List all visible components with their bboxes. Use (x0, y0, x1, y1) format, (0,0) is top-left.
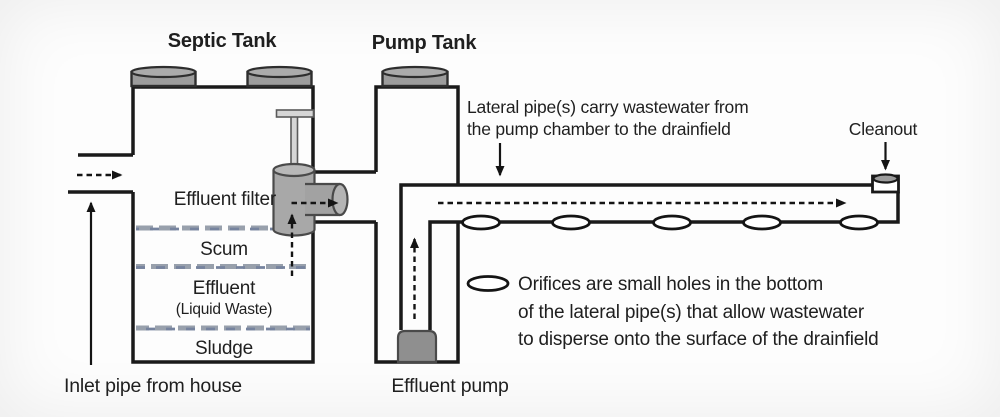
label-arrows (86, 142, 890, 365)
effluent-pump-label: Effluent pump (391, 375, 509, 397)
effluent-label: Effluent (192, 278, 256, 299)
orifice (652, 214, 692, 231)
scum-label: Scum (200, 239, 248, 260)
pump-tank-lid (381, 65, 449, 88)
effluent-filter-label: Effluent filter (173, 189, 276, 210)
orifice (742, 214, 782, 231)
septic-tank-lid-right (246, 65, 313, 88)
orifice (839, 214, 879, 231)
lateral-pipe-caption-line1: Lateral pipe(s) carry wastewater from (467, 97, 749, 117)
pump-tank-outline (374, 85, 460, 364)
pump-tank-title: Pump Tank (371, 32, 477, 54)
filter-pull-rod (290, 115, 299, 171)
lateral-pipe-caption-line2: the pump chamber to the drainfield (467, 119, 731, 139)
septic-tank-lid-left (130, 65, 197, 88)
orifices-caption: Orifices are small holes in the bottom o… (518, 271, 879, 354)
effluent-pump-graphic (396, 329, 438, 364)
orifice-legend-symbol (466, 275, 510, 292)
lateral-pipe-caption: Lateral pipe(s) carry wastewater from th… (467, 96, 749, 140)
orifice (461, 214, 501, 231)
septic-tank-title: Septic Tank (167, 30, 277, 52)
liquid-waste-label: (Liquid Waste) (175, 301, 273, 318)
cleanout-graphic (871, 173, 900, 194)
septic-tank-outline (68, 85, 376, 364)
orifices-caption-line1: Orifices are small holes in the bottom (518, 274, 823, 295)
sludge-label: Sludge (195, 338, 253, 359)
orifices-caption-line3: to disperse onto the surface of the drai… (518, 329, 879, 350)
cleanout-label: Cleanout (848, 119, 918, 139)
orifice (551, 214, 591, 231)
orifices (461, 214, 879, 231)
inlet-pipe-label: Inlet pipe from house (64, 375, 242, 397)
orifices-caption-line2: of the lateral pipe(s) that allow wastew… (518, 301, 865, 323)
flow-arrows (77, 170, 847, 319)
filter-handle (275, 109, 315, 118)
